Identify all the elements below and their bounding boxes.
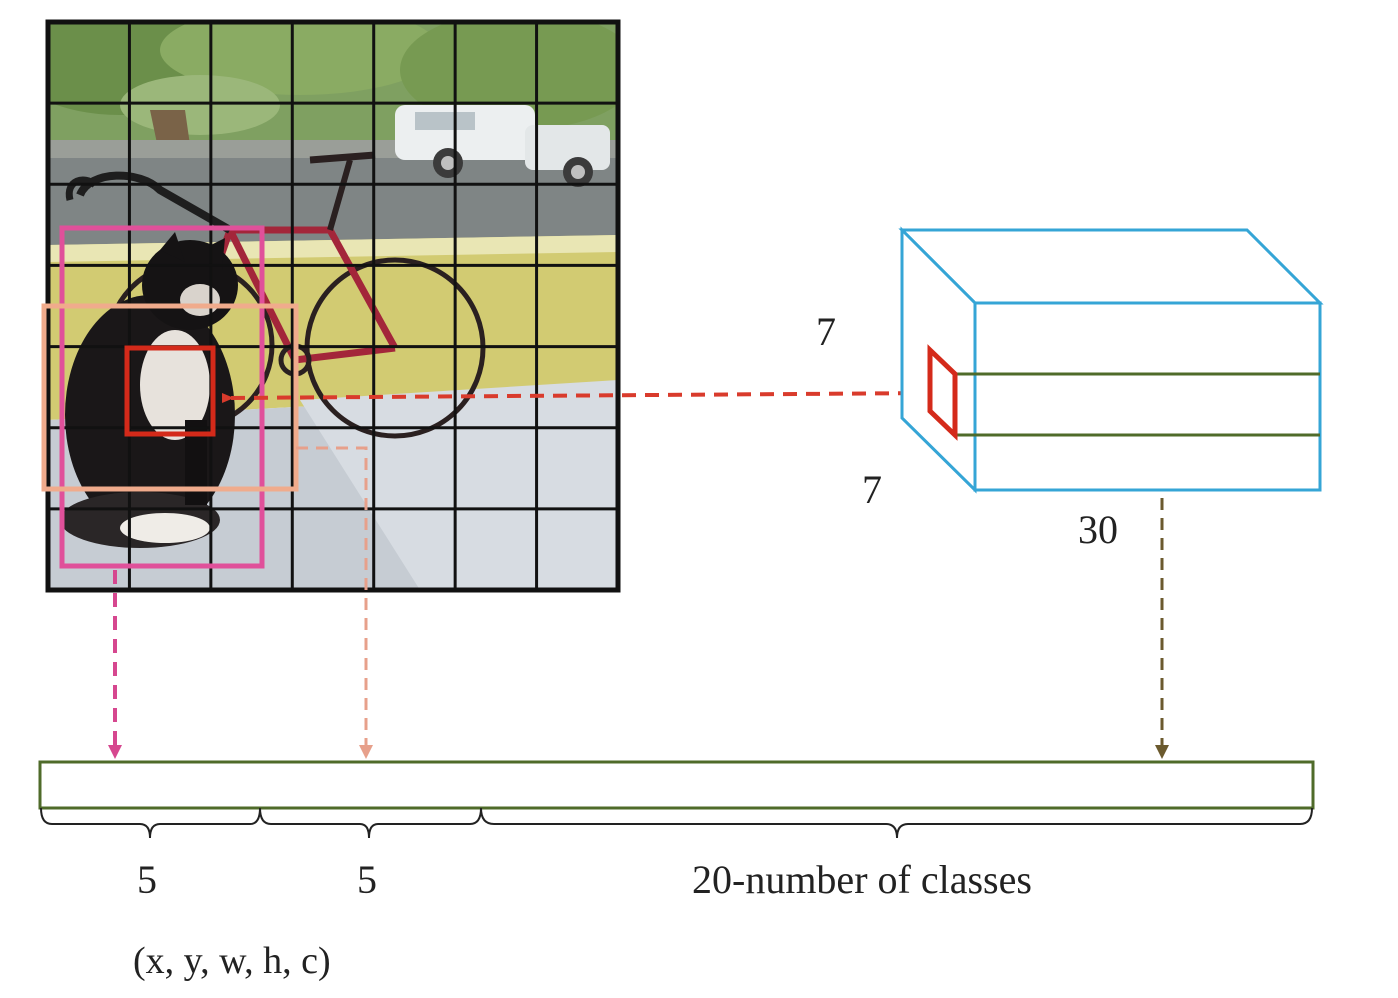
- label-grid-width: 7: [862, 467, 882, 512]
- responsible-grid-cell: [124, 345, 216, 437]
- truck: [395, 105, 610, 187]
- output-tensor-cube: [898, 226, 1324, 494]
- label-segment-box1: 5: [137, 857, 157, 902]
- brace-classes: [480, 807, 1313, 839]
- label-segment-classes: 20-number of classes: [692, 857, 1032, 902]
- label-grid-height: 7: [816, 309, 836, 354]
- label-segment-box2: 5: [357, 857, 377, 902]
- bounding-box-peach: [41, 303, 299, 492]
- brace-box1: [40, 807, 261, 839]
- output-vector: [38, 760, 1315, 810]
- arrow-peach-box-to-vector: [296, 446, 373, 759]
- arrow-cube-to-cell: [221, 391, 936, 404]
- label-depth: 30: [1078, 507, 1118, 552]
- brace-box2: [259, 807, 482, 839]
- label-box-params: (x, y, w, h, c): [133, 940, 331, 982]
- dog-and-bicycle-photo: [48, 22, 618, 590]
- cube-selected-cell: [927, 344, 958, 441]
